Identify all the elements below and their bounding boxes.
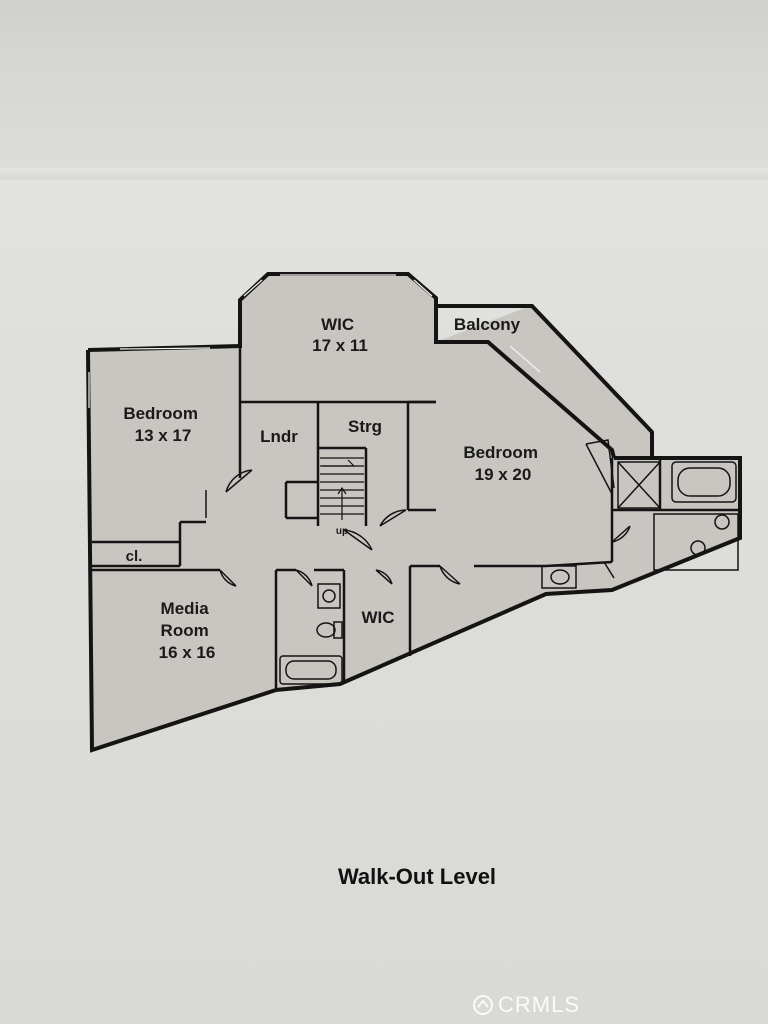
- windows: [88, 274, 541, 408]
- interior-walls: [92, 346, 740, 690]
- room-label-wic-top: WIC 17 x 11: [312, 315, 368, 355]
- room-label-laundry: Lndr: [260, 427, 298, 446]
- staircase: [320, 457, 364, 520]
- doors: [205, 439, 631, 587]
- room-label-bedroom-right: Bedroom 19 x 20: [463, 443, 542, 484]
- plan-title: Walk-Out Level: [337, 864, 497, 889]
- watermark-text: CRMLS: [497, 992, 580, 1017]
- watermark: CRMLS: [472, 992, 580, 1018]
- toilet-lower: [317, 583, 341, 609]
- room-label-closet: cl.: [126, 548, 143, 565]
- room-label-storage: Strg: [348, 417, 382, 436]
- toilet-lower-2: [316, 622, 336, 638]
- room-label-wic-bottom: WIC: [361, 608, 394, 627]
- crmls-logo-icon: [472, 995, 493, 1015]
- room-label-balcony: Balcony: [454, 315, 521, 334]
- paper-fold: [0, 168, 768, 180]
- stair-up-label: up: [336, 526, 348, 537]
- room-label-media-room: Media Room 16 x 16: [159, 599, 216, 662]
- fixtures: [279, 461, 739, 685]
- bathtub-right: [671, 461, 737, 503]
- bathtub-lower: [279, 655, 343, 685]
- room-label-bedroom-left: Bedroom 13 x 17: [123, 404, 202, 445]
- floor-area: [88, 274, 740, 750]
- shower: [617, 461, 661, 509]
- toilet-right: [541, 565, 577, 589]
- vanity: [653, 513, 739, 571]
- room-labels: WIC 17 x 11 Balcony Bedroom 13 x 17 Lndr…: [123, 315, 542, 662]
